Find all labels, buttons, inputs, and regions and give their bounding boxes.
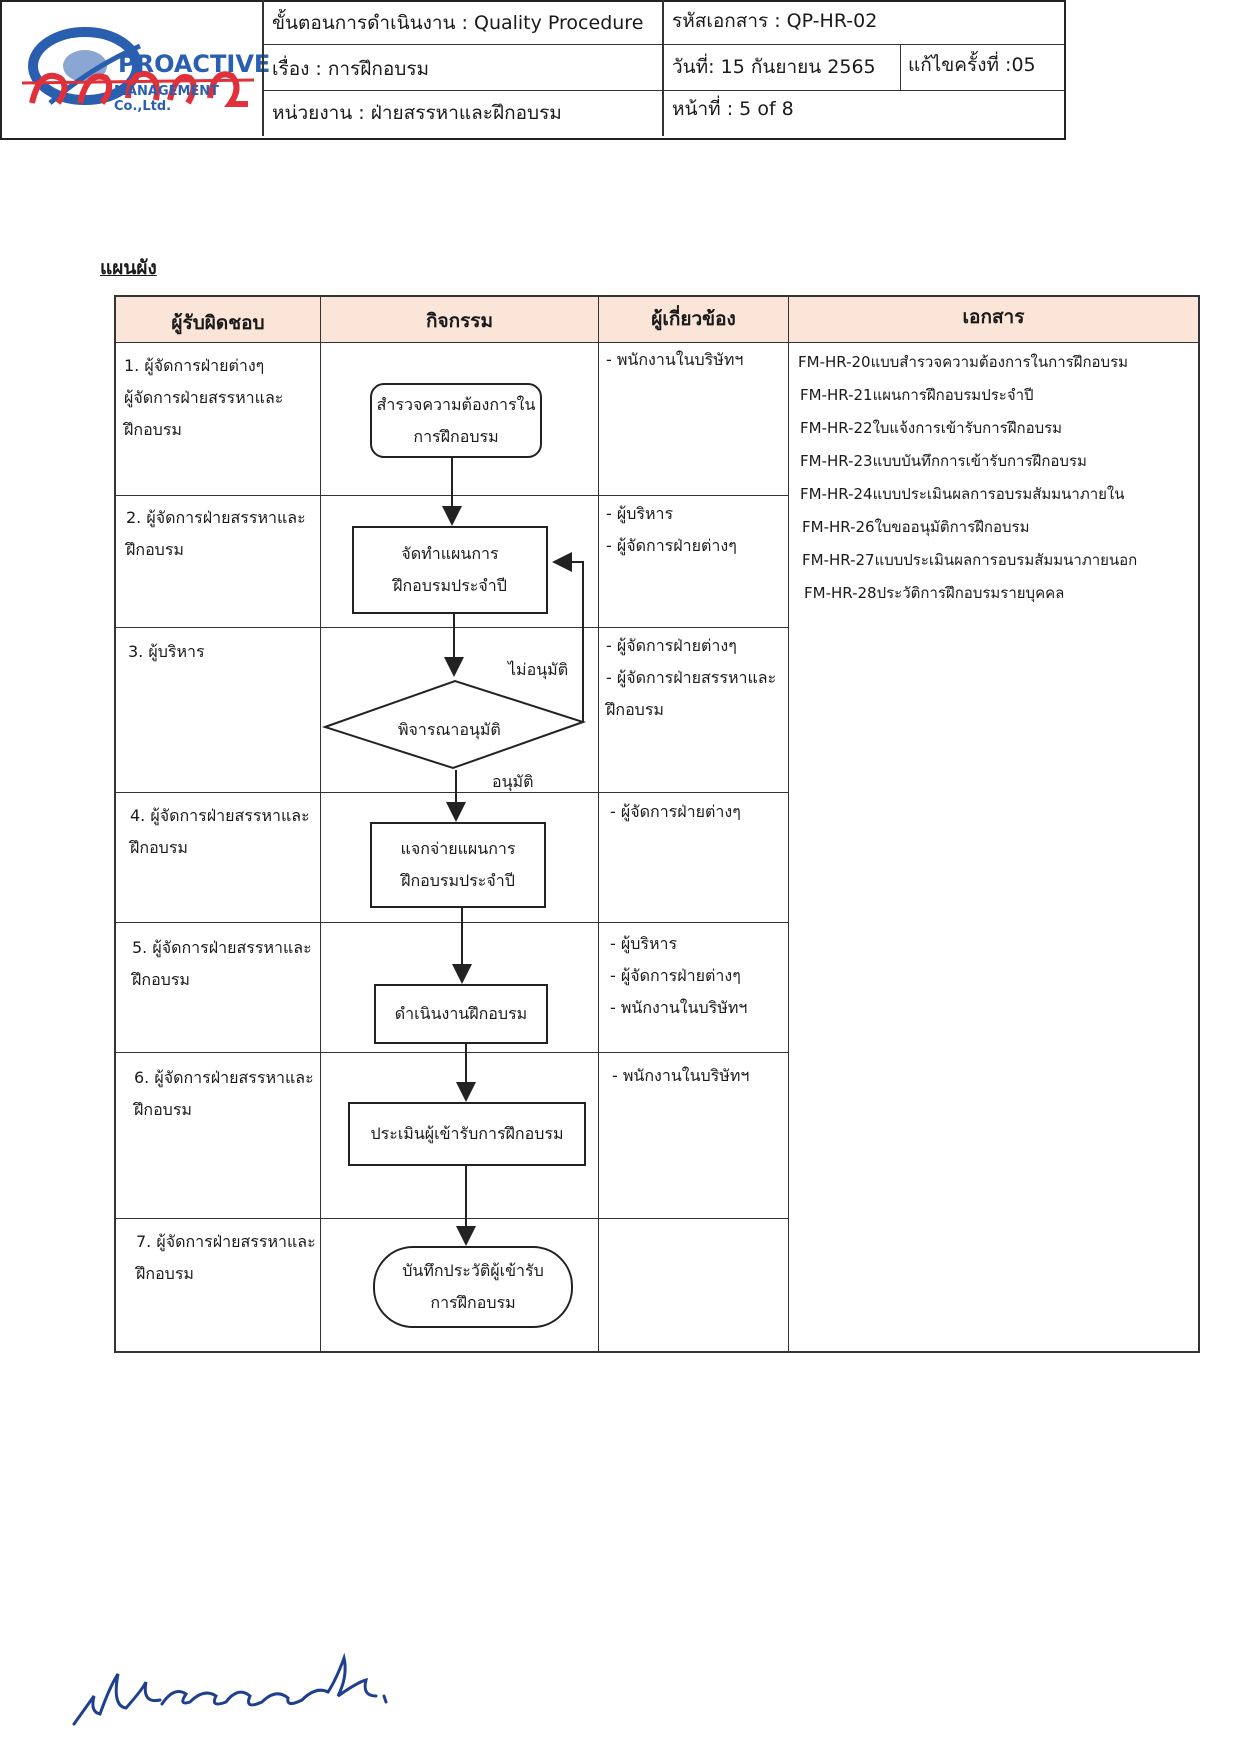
- doc-date: วันที่: 15 กันยายน 2565: [672, 56, 876, 78]
- decision-label: พิจารณาอนุมัติ: [398, 720, 501, 739]
- row2-related: - ผู้บริหาร- ผู้จัดการฝ่ายต่างๆ: [606, 504, 737, 555]
- row3-responsible: 3. ผู้บริหาร: [128, 642, 205, 661]
- procedure-title: ขั้นตอนการดำเนินงาน : Quality Procedure: [272, 12, 644, 34]
- decision-diamond: [321, 679, 587, 770]
- step4-distribute-plan: แจกจ่ายแผนการฝึกอบรมประจำปี: [370, 822, 546, 908]
- document-item: FM-HR-27แบบประเมินผลการอบรมสัมมนาภายนอก: [802, 551, 1138, 569]
- col-header-responsible: ผู้รับผิดชอบ: [171, 312, 265, 334]
- step2-make-plan: จัดทำแผนการฝึกอบรมประจำปี: [352, 526, 548, 614]
- reject-label: ไม่อนุมัติ: [508, 660, 569, 679]
- document-item: FM-HR-23แบบบันทึกการเข้ารับการฝึกอบรม: [800, 452, 1087, 470]
- col-header-related: ผู้เกี่ยวข้อง: [651, 308, 736, 330]
- row7-responsible: 7. ผู้จัดการฝ่ายสรรหาและฝึกอบรม: [136, 1232, 316, 1283]
- col-header-documents: เอกสาร: [962, 306, 1025, 328]
- arrow-reject-loop: [552, 552, 584, 722]
- row4-responsible: 4. ผู้จัดการฝ่ายสรรหาและฝึกอบรม: [130, 806, 310, 857]
- document-header: PROACTIVE MANAGEMENT Co.,Ltd. ขั้นตอนการ…: [0, 0, 1066, 140]
- document-item: FM-HR-21แผนการฝึกอบรมประจำปี: [800, 386, 1034, 404]
- handwritten-signature: [72, 1652, 388, 1726]
- doc-code: รหัสเอกสาร : QP-HR-02: [672, 10, 878, 32]
- row4-related: - ผู้จัดการฝ่ายต่างๆ: [610, 802, 741, 821]
- logo-subtext: MANAGEMENT Co.,Ltd.: [114, 84, 220, 114]
- step1-survey-needs: สำรวจความต้องการในการฝึกอบรม: [370, 383, 542, 458]
- logo-text: PROACTIVE: [118, 50, 271, 78]
- step7-record-history: บันทึกประวัติผู้เข้ารับการฝึกอบรม: [373, 1246, 573, 1328]
- subject: เรื่อง : การฝึกอบรม: [272, 58, 430, 80]
- revision: แก้ไขครั้งที่ :05: [908, 54, 1036, 76]
- document-item: FM-HR-26ใบขออนุมัติการฝึกอบรม: [802, 518, 1030, 536]
- department: หน่วยงาน : ฝ่ายสรรหาและฝึกอบรม: [272, 102, 562, 124]
- row5-related: - ผู้บริหาร- ผู้จัดการฝ่ายต่างๆ- พนักงาน…: [610, 934, 748, 1017]
- row5-responsible: 5. ผู้จัดการฝ่ายสรรหาและฝึกอบรม: [132, 938, 312, 989]
- document-item: FM-HR-20แบบสำรวจความต้องการในการฝึกอบรม: [798, 353, 1129, 371]
- logo-stamp-graphic: [21, 27, 255, 107]
- step5-conduct-training: ดำเนินงานฝึกอบรม: [374, 984, 548, 1044]
- page-number: หน้าที่ : 5 of 8: [672, 98, 794, 120]
- row1-related: - พนักงานในบริษัทฯ: [606, 350, 744, 369]
- document-item: FM-HR-24แบบประเมินผลการอบรมสัมมนาภายใน: [800, 485, 1125, 503]
- row2-responsible: 2. ผู้จัดการฝ่ายสรรหาและฝึกอบรม: [126, 508, 306, 559]
- row6-related: - พนักงานในบริษัทฯ: [612, 1066, 750, 1085]
- row3-related: - ผู้จัดการฝ่ายต่างๆ- ผู้จัดการฝ่ายสรรหา…: [606, 636, 777, 719]
- document-item: FM-HR-28ประวัติการฝึกอบรมรายบุคคล: [804, 584, 1065, 602]
- approve-label: อนุมัติ: [492, 772, 534, 791]
- col-header-activity: กิจกรรม: [425, 310, 494, 332]
- row1-responsible: 1. ผู้จัดการฝ่ายต่างๆผู้จัดการฝ่ายสรรหาแ…: [124, 356, 284, 439]
- row6-responsible: 6. ผู้จัดการฝ่ายสรรหาและฝึกอบรม: [134, 1068, 314, 1119]
- document-item: FM-HR-22ใบแจ้งการเข้ารับการฝึกอบรม: [800, 419, 1063, 437]
- section-title: แผนผัง: [100, 257, 157, 279]
- step6-evaluate-trainees: ประเมินผู้เข้ารับการฝึกอบรม: [348, 1102, 586, 1166]
- company-logo: PROACTIVE MANAGEMENT Co.,Ltd.: [10, 8, 270, 128]
